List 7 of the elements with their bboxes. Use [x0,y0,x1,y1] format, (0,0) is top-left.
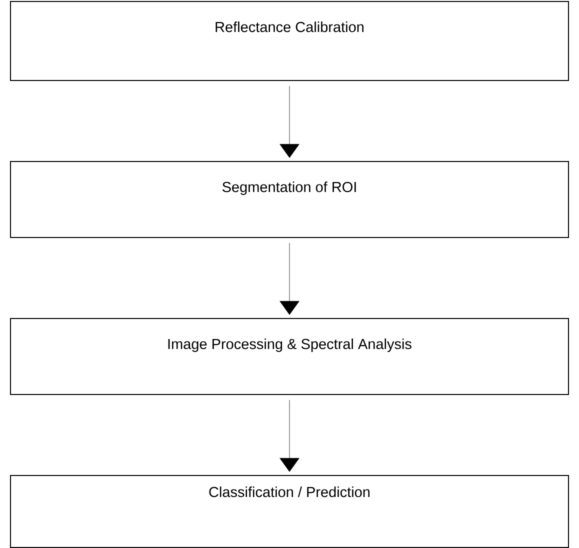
process-box: Classification / Prediction [10,475,569,548]
arrow [280,242,300,315]
process-box: Segmentation of ROI [10,161,569,238]
arrow [280,86,300,158]
arrow [280,400,300,472]
process-box: Image Processing & Spectral Analysis [10,318,569,395]
process-box: Reflectance Calibration [10,1,569,81]
